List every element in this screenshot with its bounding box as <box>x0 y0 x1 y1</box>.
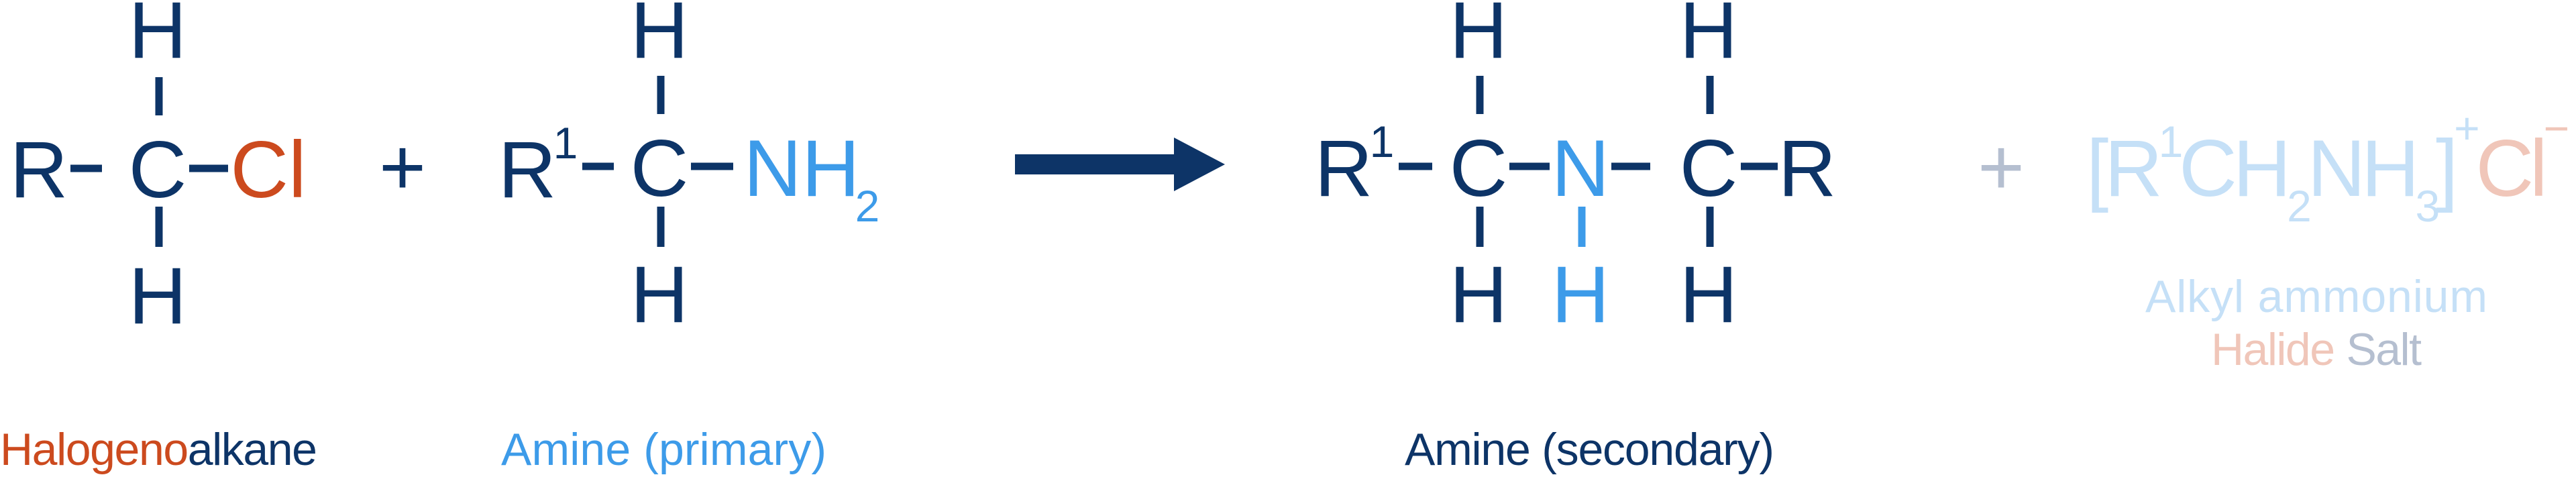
atom-h: H <box>1680 0 1738 75</box>
atom-nh: NH <box>743 123 859 213</box>
atom-h: H <box>1450 0 1508 75</box>
atom-h: H <box>129 0 187 75</box>
atom-h: H <box>129 251 187 341</box>
halogenoalkane: H R C Cl H Halogenoalkane <box>0 0 317 475</box>
secondary-amine-label: Amine (secondary) <box>1405 424 1774 475</box>
plus-sign: + <box>379 122 426 212</box>
superscript: 1 <box>1370 117 1395 166</box>
primary-amine: H R 1 C NH 2 H Amine (primary) <box>498 0 880 475</box>
atom-r: R <box>498 125 557 215</box>
atom-r: R <box>10 125 68 215</box>
atom-h: H <box>1450 250 1508 339</box>
superscript: 1 <box>553 118 578 168</box>
atom-c: C <box>631 123 689 213</box>
reaction-arrow <box>1015 138 1225 191</box>
atom-cl: Cl <box>230 125 306 215</box>
halogenoalkane-label: Halogenoalkane <box>0 424 317 475</box>
atom-h: H <box>1552 250 1610 339</box>
atom-n: N <box>1552 123 1610 213</box>
atom-h: H <box>631 250 689 339</box>
atom-c: C <box>1450 123 1508 213</box>
primary-amine-label: Amine (primary) <box>501 424 826 475</box>
atom-r: R <box>1778 123 1837 213</box>
salt-label-line1: Alkyl ammonium <box>2145 271 2487 322</box>
atom-c: C <box>129 125 187 215</box>
secondary-amine: H H R 1 C N C R H H H Amine (secondary) <box>1315 0 1837 475</box>
subscript: 2 <box>855 181 880 231</box>
salt-formula: [R1CH2NH3]+Cl− <box>2086 103 2569 231</box>
plus-sign: + <box>1978 122 2025 212</box>
atom-h: H <box>631 0 689 75</box>
atom-h: H <box>1680 250 1738 339</box>
atom-c: C <box>1680 123 1738 213</box>
atom-r: R <box>1315 123 1373 213</box>
